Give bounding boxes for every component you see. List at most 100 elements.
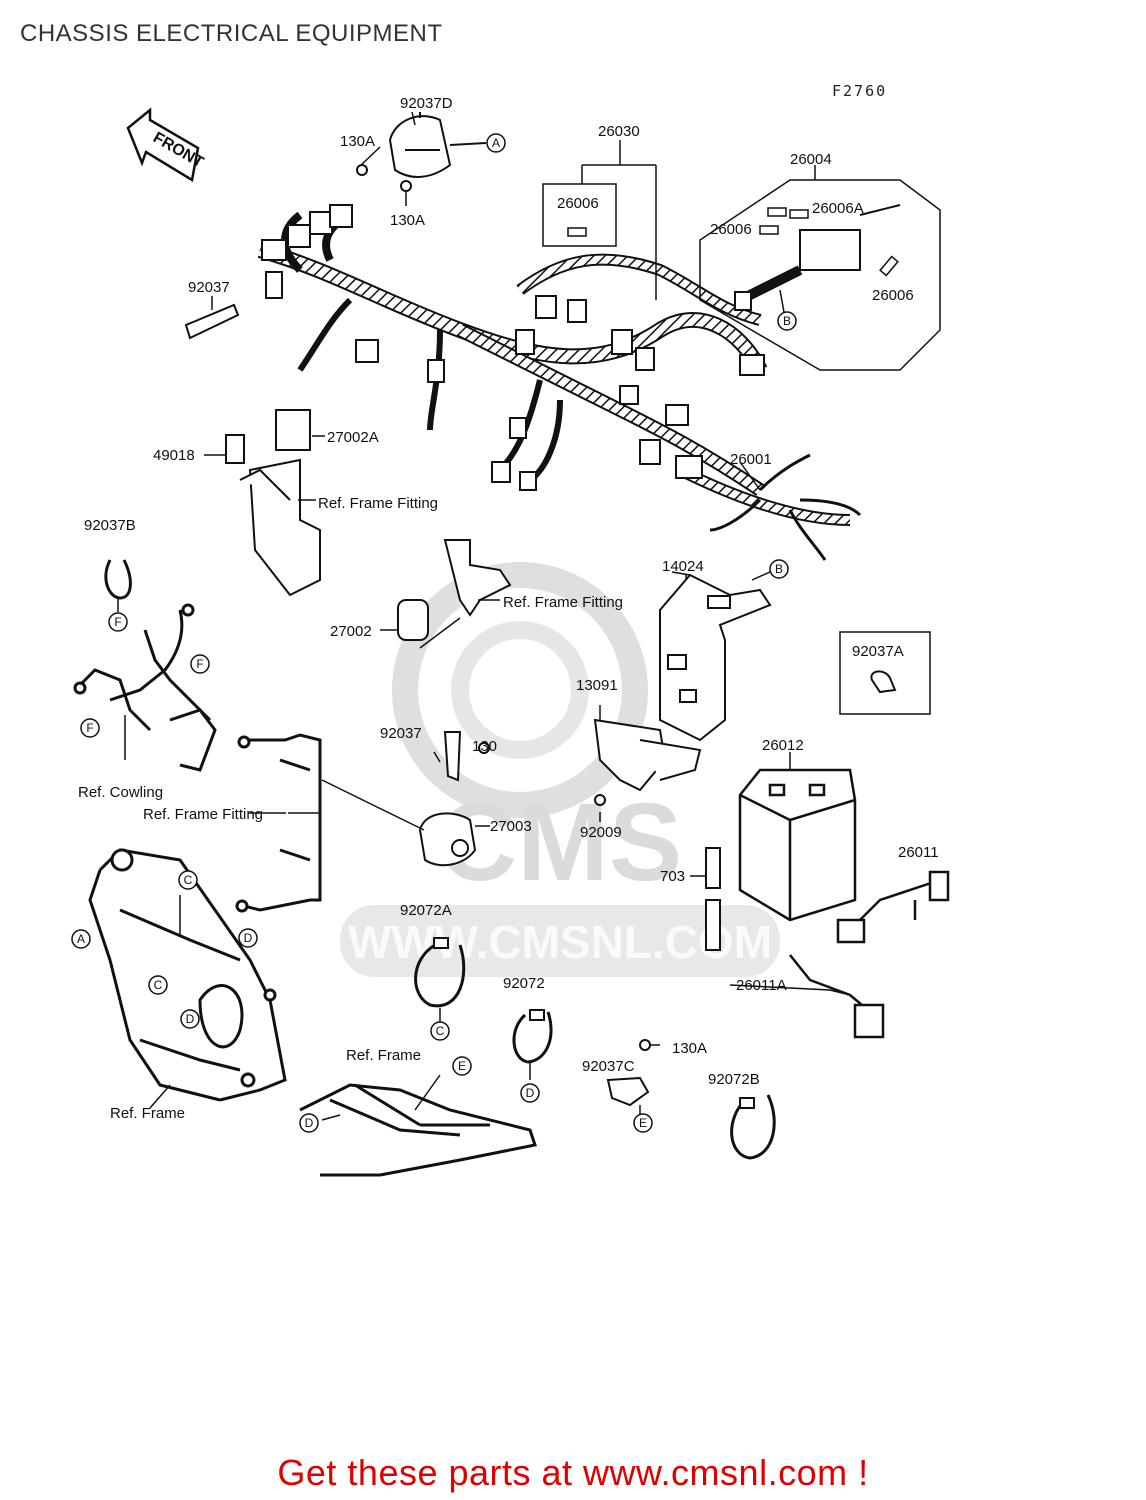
label-ref-cowling: Ref. Cowling: [78, 784, 163, 801]
label-26006-box: 26006: [557, 195, 599, 212]
label-26030: 26030: [598, 123, 640, 140]
svg-text:F: F: [114, 615, 121, 629]
horn-bracket: [380, 539, 512, 649]
label-26004: 26004: [790, 151, 832, 168]
label-ref-frame-fitting-2: Ref. Frame Fitting: [503, 594, 623, 611]
label-26011: 26011: [898, 844, 939, 861]
leader-lines: [149, 111, 831, 1109]
label-130A-bottom: 130A: [672, 1040, 707, 1057]
battery-26012: [738, 752, 857, 922]
horn-bracket-frame-fitting: [235, 733, 322, 913]
svg-text:C: C: [436, 1024, 445, 1038]
label-92037D: 92037D: [400, 95, 453, 112]
cowling-bracket: [73, 603, 217, 772]
label-13091: 13091: [576, 677, 618, 694]
label-92037-top: 92037: [188, 279, 230, 296]
horn-27003: [321, 779, 490, 867]
clamp-box-92037A: [839, 631, 931, 715]
marker-B-fuse: B: [777, 311, 797, 331]
label-26006-left: 26006: [710, 221, 752, 238]
band-92037B: [104, 559, 132, 612]
svg-text:D: D: [305, 1116, 314, 1130]
label-26006-right: 26006: [872, 287, 914, 304]
label-14024: 14024: [662, 558, 704, 575]
label-27002A: 27002A: [327, 429, 379, 446]
main-frame: [88, 848, 287, 1102]
clamp-92037-mid: [433, 731, 490, 782]
band-92072A: [414, 937, 466, 1022]
band-92072B: [730, 1094, 776, 1160]
battery-cover-14024: [659, 571, 772, 742]
marker-B-cover: B: [769, 559, 789, 579]
marker-E-subframe: E: [452, 1056, 472, 1076]
svg-text:A: A: [492, 136, 500, 150]
label-27002: 27002: [330, 623, 372, 640]
label-ref-frame-fitting-3: Ref. Frame Fitting: [143, 806, 263, 823]
harness-connectors: [261, 204, 765, 491]
svg-text:E: E: [639, 1116, 647, 1130]
battery-cables: [789, 870, 950, 1039]
label-92072B: 92072B: [708, 1071, 760, 1088]
band-92072: [512, 1009, 553, 1080]
marker-A-frame: A: [71, 929, 91, 949]
watermark-url: WWW.CMSNL.COM: [348, 916, 772, 968]
label-ref-frame-1: Ref. Frame: [346, 1047, 421, 1064]
marker-E-92037C: E: [633, 1113, 653, 1133]
harness-bracket-26030: [542, 140, 657, 300]
relay-bracket-group: [204, 409, 325, 597]
marker-A-top: A: [486, 133, 506, 153]
page-title: CHASSIS ELECTRICAL EQUIPMENT: [20, 20, 443, 47]
watermark: CMS WWW.CMSNL.COM: [340, 562, 780, 977]
label-92037C: 92037C: [582, 1058, 635, 1075]
front-arrow: FRONT: [126, 107, 206, 183]
band-92037-top: [184, 303, 240, 340]
vent-tube-703: [690, 847, 721, 951]
label-27003: 27003: [490, 818, 532, 835]
svg-text:A: A: [77, 932, 85, 946]
svg-text:C: C: [184, 873, 193, 887]
marker-F-bracket-right: F: [190, 654, 210, 674]
svg-text:B: B: [775, 562, 783, 576]
svg-text:D: D: [526, 1086, 535, 1100]
marker-D-frame-inner: D: [180, 1009, 200, 1029]
label-92009: 92009: [580, 824, 622, 841]
label-130A-top-left: 130A: [340, 133, 375, 150]
marker-C-frame-mid: C: [148, 975, 168, 995]
clamp-cover-92037D: [356, 112, 487, 192]
reference-markers: A B B F F F C C A D D C D E D E: [71, 133, 797, 1133]
footer-link[interactable]: Get these parts at www.cmsnl.com !: [277, 1452, 869, 1493]
label-92037-mid: 92037: [380, 725, 422, 742]
svg-text:F: F: [86, 721, 93, 735]
label-49018: 49018: [153, 447, 195, 464]
label-130A-top-bottom: 130A: [390, 212, 425, 229]
label-92037A: 92037A: [852, 643, 904, 660]
marker-D-frame-right: D: [238, 928, 258, 948]
figure-code: F2760: [832, 82, 888, 100]
label-92072A: 92072A: [400, 902, 452, 919]
label-26006A: 26006A: [812, 200, 864, 217]
marker-D-subframe: D: [299, 1113, 319, 1133]
svg-text:F: F: [196, 657, 203, 671]
label-703: 703: [660, 868, 685, 885]
label-ref-frame-fitting-1: Ref. Frame Fitting: [318, 495, 438, 512]
part-labels: 92037D 130A 130A 26030 26006 26004 26006…: [78, 95, 939, 1122]
marker-C-92072A: C: [430, 1021, 450, 1041]
svg-text:C: C: [154, 978, 163, 992]
label-92037B: 92037B: [84, 517, 136, 534]
label-26001: 26001: [730, 451, 772, 468]
svg-text:D: D: [186, 1012, 195, 1026]
battery-case-13091: [593, 705, 702, 806]
svg-text:D: D: [244, 931, 253, 945]
clamp-92037C: [606, 1039, 651, 1115]
fuse-box-group: [699, 165, 941, 371]
marker-C-frame-top: C: [178, 870, 198, 890]
marker-D-92072: D: [520, 1083, 540, 1103]
label-92072: 92072: [503, 975, 545, 992]
label-26011A: 26011A: [736, 977, 787, 994]
sub-frame: [299, 1074, 537, 1177]
label-26012: 26012: [762, 737, 804, 754]
svg-text:E: E: [458, 1059, 466, 1073]
svg-text:B: B: [783, 314, 791, 328]
watermark-logo: CMS: [438, 781, 682, 904]
